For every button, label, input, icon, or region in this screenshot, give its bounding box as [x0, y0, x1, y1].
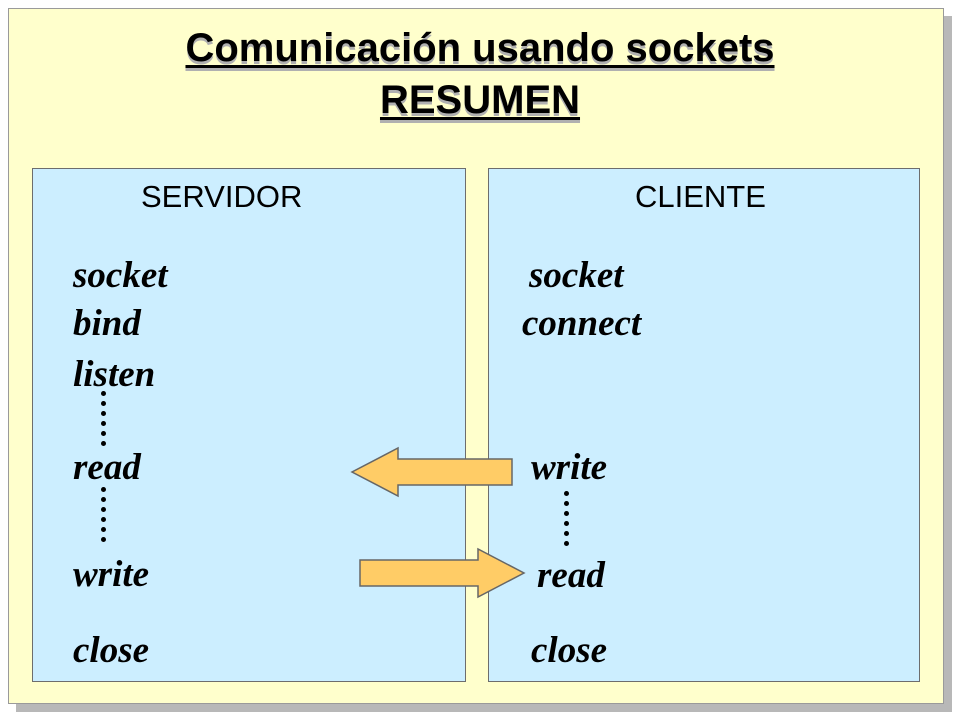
- server-dots-2: [101, 487, 107, 547]
- server-call-close: close: [73, 630, 150, 671]
- server-call-listen: listen: [73, 354, 156, 395]
- title-line2-shadow: RESUMEN: [379, 81, 581, 125]
- client-dots: [564, 491, 570, 551]
- title-line1: Comunicación usando sockets: [185, 26, 775, 70]
- server-header: SERVIDOR: [141, 179, 303, 214]
- title-line1-shadow: Comunicación usando sockets: [185, 29, 775, 73]
- client-header: CLIENTE: [635, 179, 766, 214]
- server-panel: SERVIDOR socket bind listen read write c…: [32, 168, 466, 682]
- arrow-left-icon: [350, 446, 513, 498]
- server-dots-1: [101, 391, 107, 451]
- client-call-close: close: [531, 630, 608, 671]
- server-call-bind: bind: [73, 303, 141, 344]
- client-call-write: write: [531, 447, 608, 488]
- title-line2: RESUMEN: [379, 78, 581, 122]
- server-call-read: read: [73, 447, 141, 488]
- client-call-read: read: [537, 555, 605, 596]
- arrow-right-icon: [359, 547, 526, 599]
- client-call-connect: connect: [522, 303, 642, 344]
- server-call-socket: socket: [73, 255, 168, 296]
- client-call-socket: socket: [529, 255, 624, 296]
- client-panel: CLIENTE socket connect write read close: [488, 168, 920, 682]
- server-call-write: write: [73, 554, 150, 595]
